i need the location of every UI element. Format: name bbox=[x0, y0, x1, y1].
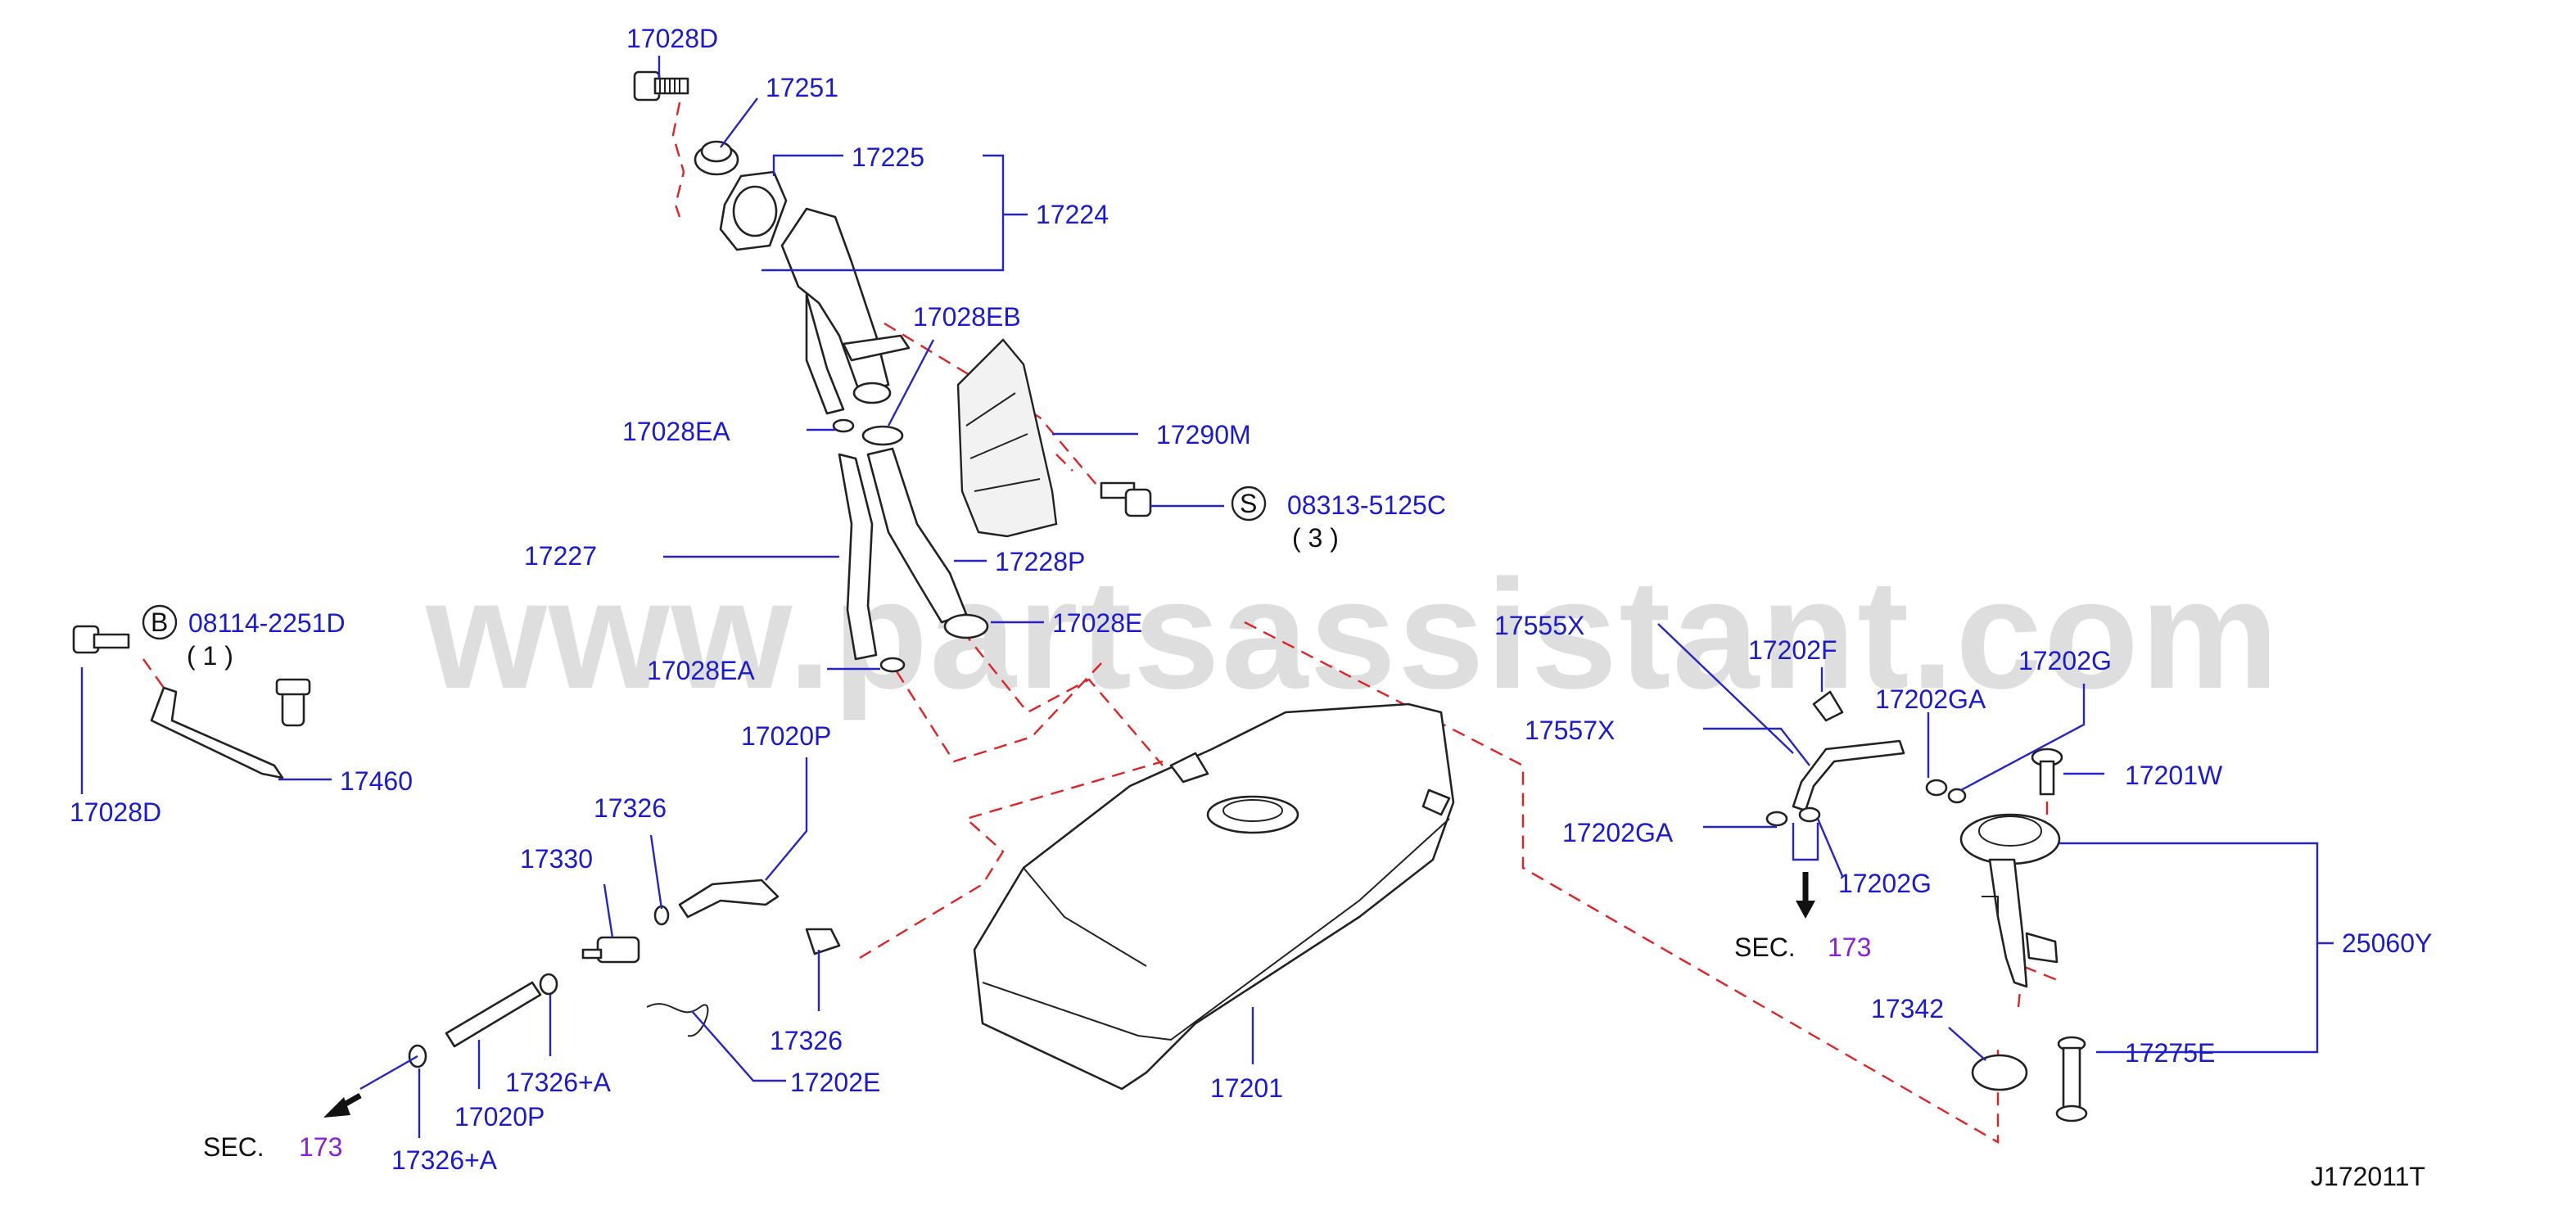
label-17020p-lower: 17020P bbox=[454, 1102, 545, 1131]
label-17330: 17330 bbox=[520, 844, 593, 874]
label-17201: 17201 bbox=[1210, 1073, 1283, 1103]
label-17251: 17251 bbox=[766, 73, 838, 102]
label-17326-b: 17326 bbox=[770, 1026, 843, 1055]
gauge-17275e bbox=[2055, 1036, 2088, 1122]
clamp-17028ea-upper bbox=[832, 418, 855, 433]
bolt-08313 bbox=[1100, 481, 1152, 517]
svg-text:SEC.: SEC. bbox=[203, 1132, 264, 1162]
clamp-17326-b bbox=[805, 928, 841, 955]
label-17202g-top: 17202G bbox=[2018, 646, 2112, 675]
clamp-17202ga-right bbox=[1925, 779, 1967, 804]
clamp-17028e bbox=[943, 613, 989, 639]
protector-17290m bbox=[956, 338, 1058, 538]
label-17228p: 17228P bbox=[995, 547, 1085, 576]
label-17557x: 17557X bbox=[1525, 716, 1615, 745]
diagram-code: J172011T bbox=[2311, 1162, 2425, 1191]
s-symbol: S bbox=[1231, 486, 1267, 522]
b-symbol: B bbox=[142, 604, 178, 640]
fuel-tank-17201 bbox=[973, 702, 1455, 1091]
label-08313-qty: ( 3 ) bbox=[1292, 523, 1339, 553]
leader-lines bbox=[80, 56, 2334, 1138]
hose-17227 bbox=[838, 453, 878, 661]
section-ref-left: SEC. 173 bbox=[203, 1132, 342, 1162]
label-17225: 17225 bbox=[852, 142, 924, 172]
arrow-sec-173-left bbox=[323, 1092, 362, 1118]
label-17028d-left: 17028D bbox=[70, 797, 161, 827]
label-17227: 17227 bbox=[524, 541, 597, 571]
hose-17020p-upper bbox=[678, 879, 780, 919]
svg-text:S: S bbox=[1240, 489, 1257, 518]
part-labels: 17028D 17251 17225 17224 17028EB 17290M … bbox=[70, 24, 2432, 1175]
label-17202ga-top: 17202GA bbox=[1875, 684, 1986, 714]
label-17275e: 17275E bbox=[2125, 1038, 2215, 1068]
label-17028ea-lower: 17028EA bbox=[647, 656, 755, 685]
label-17326a-lower: 17326+A bbox=[391, 1145, 498, 1175]
svg-text:B: B bbox=[151, 608, 168, 637]
label-17326a-upper: 17326+A bbox=[505, 1068, 612, 1097]
clamp-17326a-upper bbox=[539, 973, 558, 996]
label-17555x: 17555X bbox=[1494, 611, 1584, 640]
label-17202f: 17202F bbox=[1748, 635, 1837, 665]
label-17342: 17342 bbox=[1871, 994, 1944, 1023]
bracket-17460 bbox=[72, 625, 311, 779]
clamp-17326-a bbox=[653, 905, 670, 926]
assembly-guide-lines bbox=[142, 102, 2064, 1145]
label-17020p-upper: 17020P bbox=[741, 721, 831, 751]
label-17202e: 17202E bbox=[790, 1068, 880, 1097]
svg-text:SEC.: SEC. bbox=[1734, 933, 1796, 962]
clamp-17202ga-left bbox=[1765, 806, 1821, 827]
wire-17202e bbox=[646, 1003, 709, 1037]
label-17202g-bottom: 17202G bbox=[1838, 869, 1932, 898]
label-08114-qty: ( 1 ) bbox=[187, 641, 233, 671]
bolt-17201w bbox=[2031, 748, 2063, 796]
label-17460: 17460 bbox=[340, 766, 413, 796]
svg-text:173: 173 bbox=[299, 1132, 342, 1162]
label-17290m: 17290M bbox=[1156, 420, 1251, 449]
clamp-17202f bbox=[1812, 690, 1844, 722]
svg-text:173: 173 bbox=[1828, 933, 1871, 962]
label-25060y: 25060Y bbox=[2342, 928, 2432, 958]
watermark: www.partsassistant.com bbox=[425, 548, 2280, 721]
label-17326-a: 17326 bbox=[594, 793, 667, 823]
hose-17020p-lower bbox=[445, 981, 542, 1048]
label-08114: 08114-2251D bbox=[188, 608, 346, 638]
label-17028e: 17028E bbox=[1052, 608, 1142, 638]
filler-cap-17251 bbox=[694, 140, 739, 176]
seal-17342 bbox=[1971, 1054, 2028, 1091]
clamp-17028eb bbox=[861, 425, 904, 446]
fuel-pump-25060y bbox=[1959, 813, 2061, 988]
label-17202ga-left: 17202GA bbox=[1562, 818, 1674, 847]
label-17201w: 17201W bbox=[2125, 761, 2223, 790]
label-08313: 08313-5125C bbox=[1287, 490, 1446, 520]
label-17028eb: 17028EB bbox=[913, 302, 1021, 332]
filler-tube-17224 bbox=[780, 207, 911, 415]
arrow-sec-173-right bbox=[1796, 872, 1815, 919]
bolt-17028d-top bbox=[633, 70, 689, 102]
clamp-17028ea-lower bbox=[879, 657, 906, 673]
label-17028ea-upper: 17028EA bbox=[622, 417, 730, 446]
fuel-filter-17330 bbox=[581, 936, 640, 964]
tube-17555x bbox=[1792, 739, 1905, 812]
label-17224: 17224 bbox=[1036, 200, 1109, 229]
section-ref-right: SEC. 173 bbox=[1734, 933, 1871, 962]
label-17028d-top: 17028D bbox=[626, 24, 718, 53]
filler-gasket-17225 bbox=[719, 170, 788, 251]
